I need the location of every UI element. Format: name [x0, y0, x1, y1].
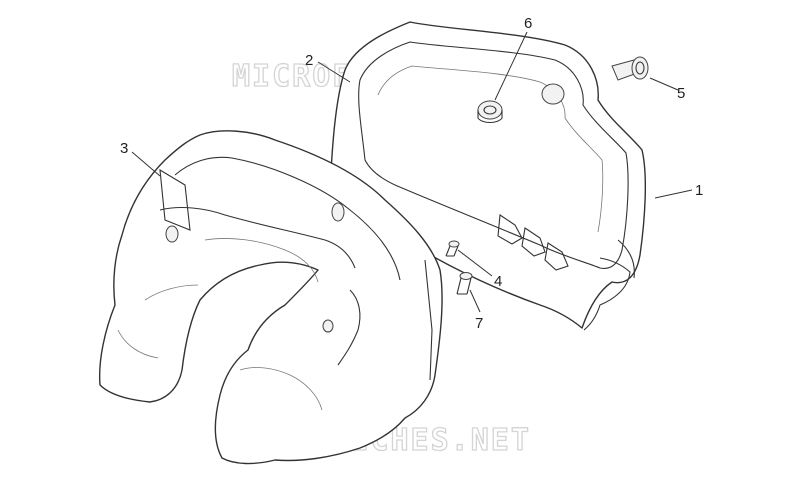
part-4-screw: [445, 240, 460, 257]
callout-4: 4: [494, 273, 502, 290]
callout-2: 2: [305, 52, 313, 69]
callout-6: 6: [524, 15, 532, 32]
part-3-tray-body: [98, 130, 443, 465]
part-6-grommet: [477, 100, 503, 124]
callout-3: 3: [120, 140, 128, 157]
part-1-rear-panel: [329, 21, 647, 331]
part-5-lock-cylinder: [611, 56, 649, 81]
part-7-screw: [456, 272, 473, 295]
callout-7: 7: [475, 315, 483, 332]
callout-5: 5: [677, 85, 685, 102]
callout-1: 1: [695, 182, 703, 199]
